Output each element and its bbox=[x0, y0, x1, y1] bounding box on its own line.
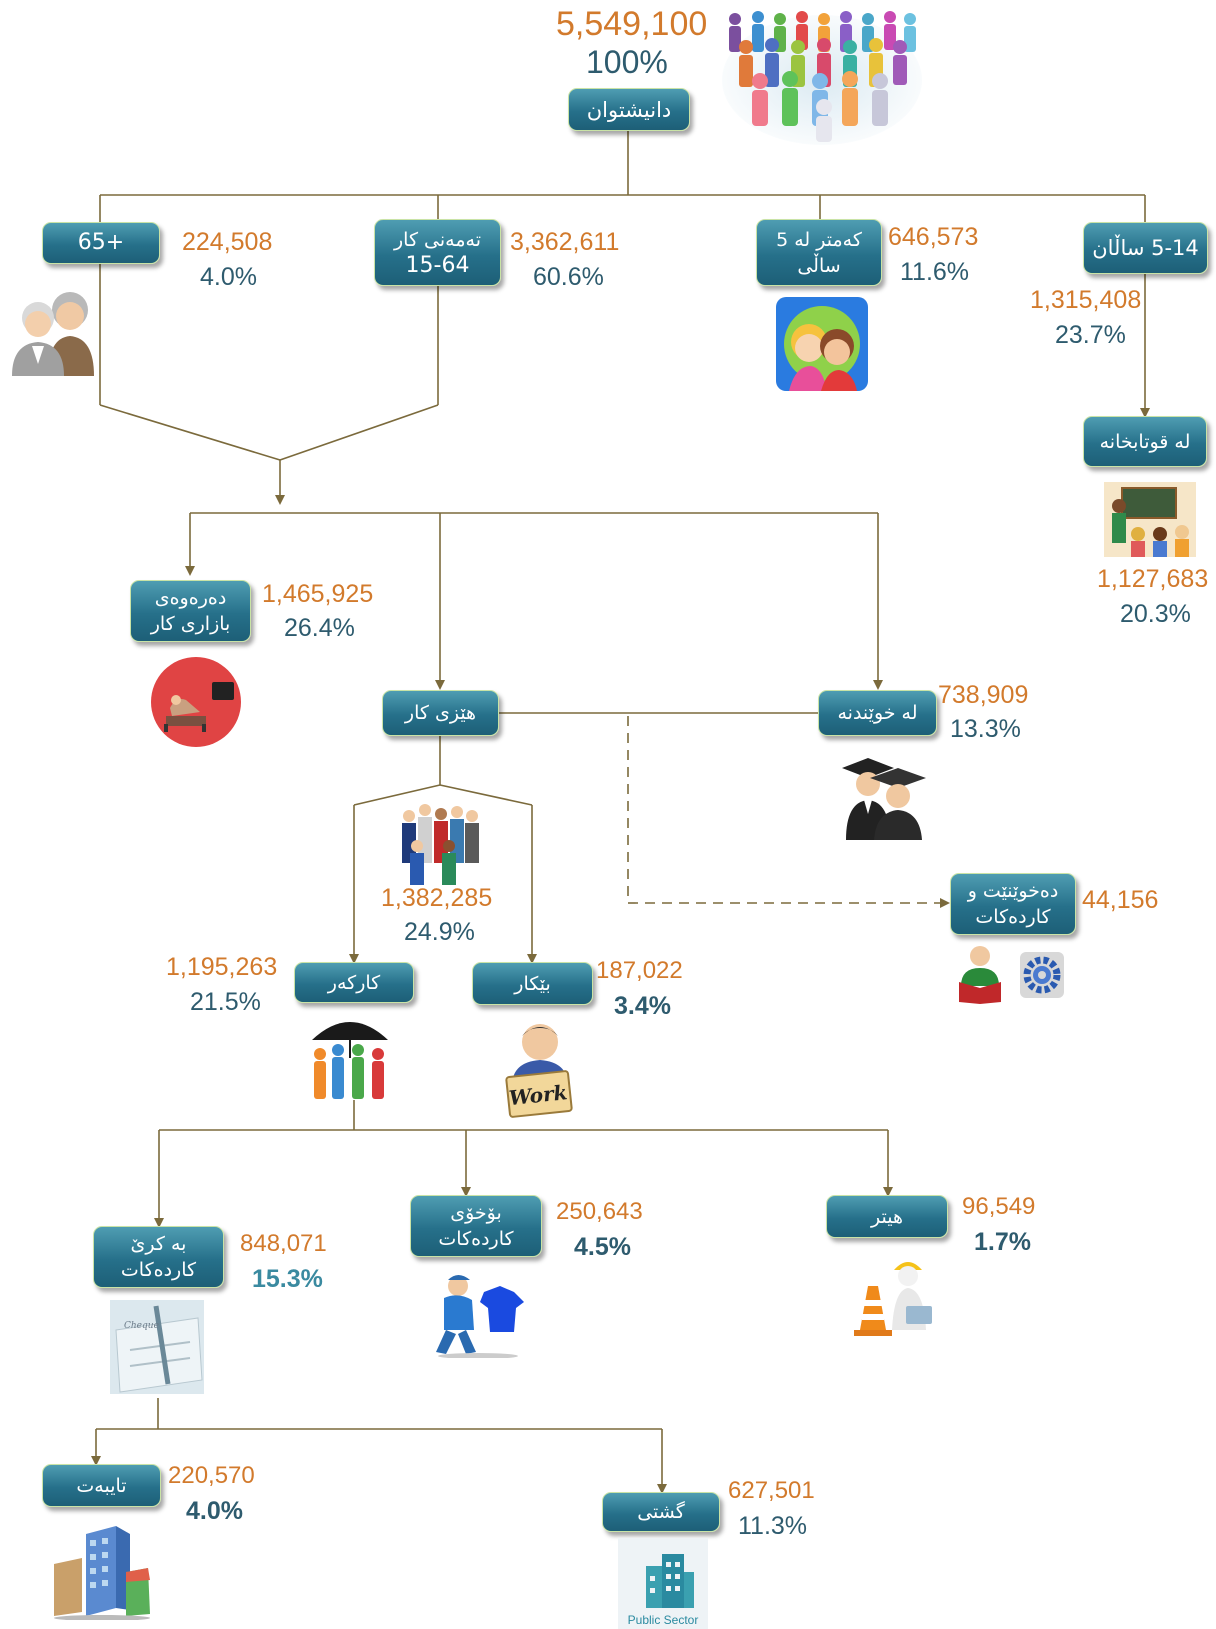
wage-workers-value: 848,071 bbox=[240, 1230, 327, 1257]
node-working-age[interactable]: تەمەنی کار 15-64 bbox=[374, 219, 501, 286]
working-age-percent: 60.6% bbox=[533, 263, 604, 291]
crowd-icon bbox=[722, 11, 922, 145]
node-private-label: تایبەت bbox=[76, 1474, 127, 1497]
job-seeker-sign-icon: Work bbox=[505, 1024, 573, 1118]
graduates-icon bbox=[842, 758, 926, 840]
students-value: 738,909 bbox=[938, 681, 1029, 709]
over65-value: 224,508 bbox=[182, 228, 273, 256]
node-population[interactable]: دانیشتوان bbox=[568, 88, 690, 131]
private-percent: 4.0% bbox=[186, 1497, 243, 1525]
node-public[interactable]: گشتی bbox=[602, 1492, 720, 1532]
construction-worker-icon bbox=[854, 1262, 932, 1336]
node-outside-line1: دەرەوەی bbox=[154, 587, 227, 609]
employed-value: 1,195,263 bbox=[166, 953, 278, 981]
node-other-label: هیتر bbox=[871, 1205, 903, 1228]
node-unemployed[interactable]: بێکار bbox=[472, 962, 593, 1005]
couch-tv-icon bbox=[151, 657, 241, 747]
children-icon bbox=[776, 297, 868, 391]
gear-icon bbox=[1020, 952, 1064, 998]
node-labor-force-label: هێزی کار bbox=[404, 702, 477, 724]
employed-percent: 21.5% bbox=[190, 988, 261, 1016]
cheque-pen-icon: Cheque bbox=[110, 1300, 204, 1394]
classroom-icon bbox=[1104, 482, 1196, 557]
unemployed-percent: 3.4% bbox=[614, 992, 671, 1020]
node-self-employed[interactable]: بۆخۆی کاردەکات bbox=[410, 1195, 542, 1257]
node-private[interactable]: تایبەت bbox=[42, 1464, 161, 1507]
public-value: 627,501 bbox=[728, 1477, 815, 1504]
node-study-work-line2: کاردەکات bbox=[975, 906, 1051, 928]
other-value: 96,549 bbox=[962, 1193, 1036, 1220]
over65-percent: 4.0% bbox=[200, 263, 257, 291]
node-age5-14[interactable]: 5-14 ساڵان bbox=[1083, 222, 1208, 274]
private-value: 220,570 bbox=[168, 1462, 255, 1489]
node-study-and-work[interactable]: دەخوێنێت و کاردەکات bbox=[950, 873, 1076, 935]
study-and-work-value: 44,156 bbox=[1082, 886, 1159, 914]
workers-group-icon bbox=[402, 804, 479, 885]
self-employed-value: 250,643 bbox=[556, 1198, 643, 1225]
age5-14-percent: 23.7% bbox=[1055, 321, 1126, 349]
under5-percent: 11.6% bbox=[900, 258, 970, 286]
in-school-value: 1,127,683 bbox=[1097, 565, 1209, 593]
self-employed-percent: 4.5% bbox=[574, 1233, 631, 1261]
node-self-line1: بۆخۆی bbox=[450, 1202, 502, 1224]
node-under5-line1: کەمتر لە 5 bbox=[776, 228, 862, 251]
labor-force-value: 1,382,285 bbox=[381, 884, 493, 912]
working-age-value: 3,362,611 bbox=[510, 228, 620, 256]
root-percent: 100% bbox=[586, 44, 668, 80]
labor-force-percent: 24.9% bbox=[404, 918, 475, 946]
node-working-age-line1: تەمەنی کار bbox=[394, 228, 482, 251]
other-percent: 1.7% bbox=[974, 1228, 1031, 1256]
public-sector-caption: Public Sector bbox=[628, 1613, 699, 1627]
outside-labor-market-value: 1,465,925 bbox=[262, 580, 374, 608]
node-wage-line1: بە کرێ bbox=[130, 1233, 187, 1255]
buildings-icon bbox=[54, 1526, 150, 1620]
node-employed[interactable]: کارکەر bbox=[294, 962, 414, 1003]
node-working-age-line2: 15-64 bbox=[405, 252, 470, 278]
node-under5[interactable]: کەمتر لە 5 ساڵی bbox=[756, 219, 882, 286]
node-labor-force[interactable]: هێزی کار bbox=[382, 690, 499, 736]
age5-14-value: 1,315,408 bbox=[1030, 286, 1142, 314]
node-wage-workers[interactable]: بە کرێ کاردەکات bbox=[93, 1226, 224, 1288]
node-wage-line2: کاردەکات bbox=[120, 1259, 197, 1281]
cheque-text: Cheque bbox=[124, 1321, 159, 1331]
delivery-worker-icon bbox=[436, 1275, 524, 1358]
node-under5-line2: ساڵی bbox=[797, 254, 841, 277]
wage-workers-percent: 15.3% bbox=[252, 1265, 323, 1293]
node-students-label: لە خوێندنە bbox=[837, 702, 918, 724]
reader-icon bbox=[959, 946, 1001, 1004]
root-value: 5,549,100 bbox=[556, 5, 708, 43]
node-population-label: دانیشتوان bbox=[586, 97, 672, 122]
node-unemployed-label: بێکار bbox=[514, 972, 551, 995]
node-self-line2: کاردەکات bbox=[438, 1228, 514, 1250]
node-age5-14-label: 5-14 ساڵان bbox=[1092, 236, 1199, 260]
students-percent: 13.3% bbox=[950, 715, 1021, 743]
outside-labor-market-percent: 26.4% bbox=[284, 614, 355, 642]
node-employed-label: کارکەر bbox=[327, 971, 381, 994]
unemployed-value: 187,022 bbox=[596, 957, 683, 984]
node-other[interactable]: هیتر bbox=[826, 1195, 948, 1238]
under5-value: 646,573 bbox=[888, 223, 979, 251]
in-school-percent: 20.3% bbox=[1120, 600, 1191, 628]
node-outside-line2: بازاری کار bbox=[150, 613, 231, 635]
umbrella-people-icon bbox=[312, 1022, 388, 1099]
node-in-school-label: لە قوتابخانە bbox=[1099, 430, 1191, 453]
public-percent: 11.3% bbox=[738, 1512, 808, 1540]
node-over65[interactable]: 65+ bbox=[42, 222, 160, 264]
elderly-couple-icon bbox=[12, 292, 94, 376]
node-outside-labor-market[interactable]: دەرەوەی بازاری کار bbox=[130, 580, 251, 642]
node-public-label: گشتی bbox=[637, 1501, 685, 1523]
node-study-work-line1: دەخوێنێت و bbox=[967, 880, 1059, 902]
node-students[interactable]: لە خوێندنە bbox=[818, 690, 937, 736]
node-in-school[interactable]: لە قوتابخانە bbox=[1083, 416, 1207, 467]
public-sector-icon: Public Sector bbox=[618, 1538, 708, 1629]
node-over65-label: 65+ bbox=[77, 230, 125, 255]
